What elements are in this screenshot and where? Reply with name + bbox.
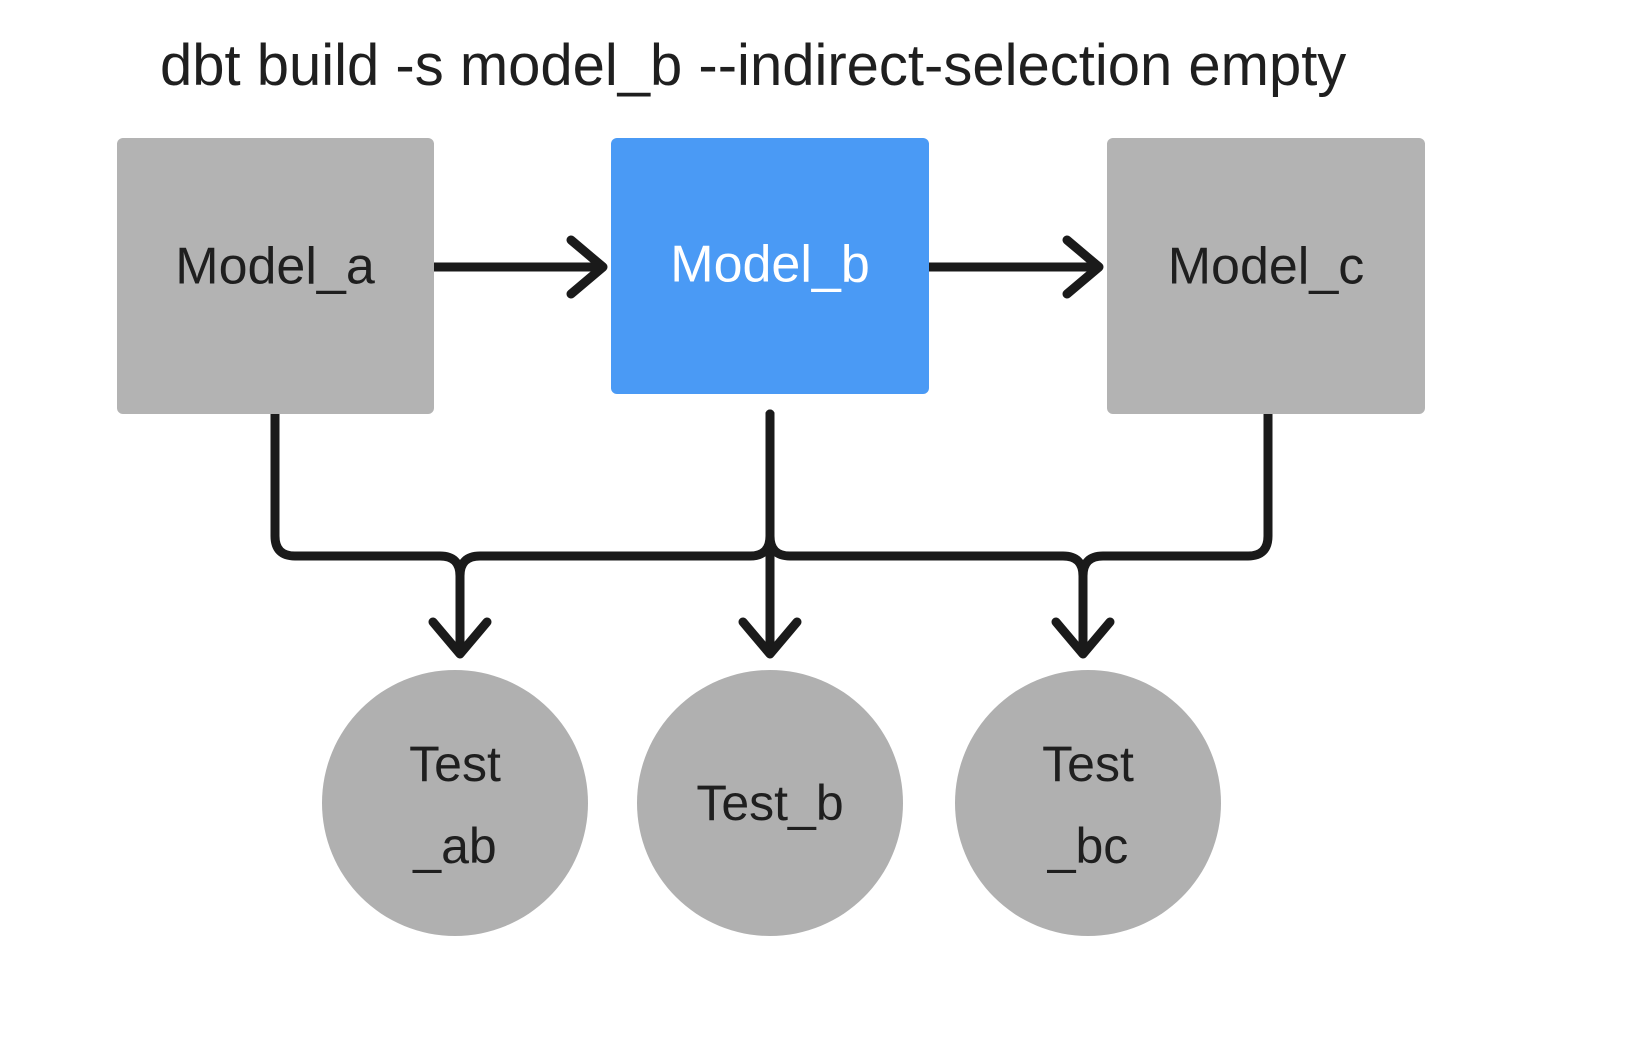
model-c-box[interactable]: [1107, 138, 1425, 414]
test-ab-circle[interactable]: [322, 670, 588, 936]
model-b-box[interactable]: [611, 138, 929, 394]
page-title: dbt build -s model_b --indirect-selectio…: [160, 33, 1346, 98]
node-model-b[interactable]: Model_b: [611, 138, 929, 394]
edge-model-a-to-model-b: [428, 235, 608, 299]
arrowhead-into-test-b: [738, 617, 802, 659]
node-test-b[interactable]: Test_b: [637, 670, 903, 936]
model-a-label: Model_a: [175, 238, 375, 296]
model-a-box[interactable]: [117, 138, 434, 414]
node-model-c[interactable]: Model_c: [1107, 138, 1425, 414]
test-b-circle[interactable]: [637, 670, 903, 936]
model-b-label: Model_b: [670, 236, 869, 294]
test-ab-label-line1: Test: [409, 736, 501, 792]
test-bc-circle[interactable]: [955, 670, 1221, 936]
arrowhead-into-test-ab: [428, 617, 492, 659]
edge-model-c-to-test-bc: [1078, 409, 1273, 653]
edge-model-b-to-model-c: [924, 235, 1104, 299]
test-bc-label-line2: _bc: [1047, 818, 1129, 874]
edge-model-a-to-test-ab: [270, 409, 465, 653]
edge-model-b-to-test-ab: [455, 409, 775, 653]
test-bc-label-line1: Test: [1042, 736, 1134, 792]
node-test-bc[interactable]: Test _bc: [955, 670, 1221, 936]
node-test-ab[interactable]: Test _ab: [322, 670, 588, 936]
test-b-label-line1: Test_b: [696, 775, 843, 831]
node-model-a[interactable]: Model_a: [117, 138, 434, 414]
test-ab-label-line2: _ab: [412, 818, 496, 874]
model-c-label: Model_c: [1168, 238, 1365, 296]
edge-model-b-to-test-bc: [765, 409, 1088, 653]
arrowhead-into-test-bc: [1051, 617, 1115, 659]
